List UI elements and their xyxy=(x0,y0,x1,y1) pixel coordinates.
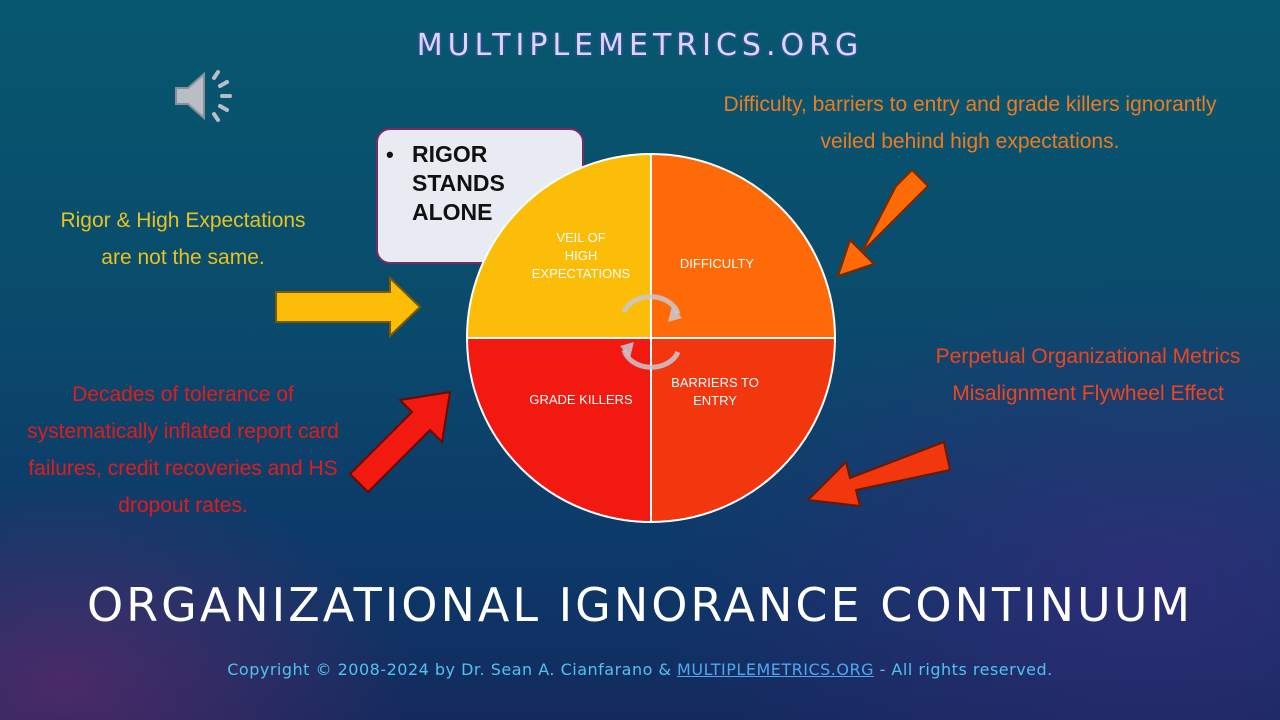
circular-arrows-icon xyxy=(620,294,682,370)
quadrant-label-grade-killers: GRADE KILLERS xyxy=(529,392,633,407)
yellow-arrow xyxy=(275,275,422,339)
decades-note: Decades of tolerance of systematically i… xyxy=(27,383,339,517)
quadrant-difficulty xyxy=(650,152,837,339)
quadrant-veil xyxy=(465,152,652,339)
copyright-prefix: Copyright © 2008-2024 by Dr. Sean A. Cia… xyxy=(227,660,678,679)
quadrant-barriers xyxy=(650,337,837,524)
callout-text: RIGOR STANDS ALONE xyxy=(412,141,505,225)
copyright: Copyright © 2008-2024 by Dr. Sean A. Cia… xyxy=(0,660,1280,679)
quadrant-grade-killers xyxy=(465,337,652,524)
difficulty-note: Difficulty, barriers to entry and grade … xyxy=(723,93,1217,153)
site-title: MULTIPLEMETRICS.ORG xyxy=(416,28,864,63)
copyright-link[interactable]: MULTIPLEMETRICS.ORG xyxy=(677,660,874,679)
flywheel-note: Perpetual Organizational Metrics Misalig… xyxy=(935,345,1241,405)
orange-arrow xyxy=(836,168,930,278)
quadrant-label-difficulty: DIFFICULTY xyxy=(680,256,754,271)
rigor-note: Rigor & High Expectations are not the sa… xyxy=(60,209,306,269)
copyright-suffix: - All rights reserved. xyxy=(873,660,1053,679)
main-title: ORGANIZATIONAL IGNORANCE CONTINUUM xyxy=(86,578,1194,632)
speaker-icon[interactable] xyxy=(172,64,242,128)
callout-bullet: • xyxy=(386,142,394,167)
red-arrow xyxy=(348,390,452,494)
